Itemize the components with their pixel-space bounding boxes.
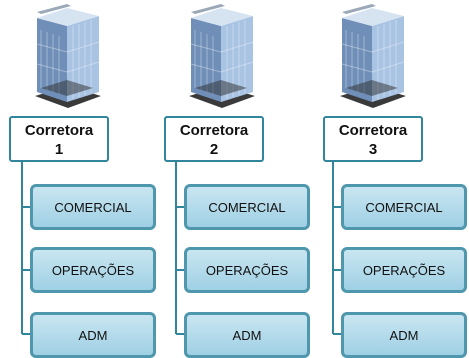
department-label: ADM: [232, 327, 262, 343]
department-label: OPERAÇÕES: [362, 262, 446, 278]
company-box-1[interactable]: Corretora 1: [9, 116, 109, 162]
department-operacoes[interactable]: OPERAÇÕES: [341, 247, 467, 293]
department-label: COMERCIAL: [208, 199, 286, 215]
department-label: COMERCIAL: [365, 199, 443, 215]
building-icon: [35, 4, 101, 108]
department-label: ADM: [389, 327, 419, 343]
company-name: Corretora: [338, 122, 408, 139]
company-name: Corretora: [24, 122, 94, 139]
company-name: Corretora: [179, 122, 249, 139]
department-adm[interactable]: ADM: [341, 312, 467, 358]
department-operacoes[interactable]: OPERAÇÕES: [30, 247, 156, 293]
department-comercial[interactable]: COMERCIAL: [341, 184, 467, 230]
building-icon: [340, 4, 406, 108]
department-operacoes[interactable]: OPERAÇÕES: [184, 247, 310, 293]
company-box-2[interactable]: Corretora 2: [164, 116, 264, 162]
building-icon: [189, 4, 255, 108]
department-label: OPERAÇÕES: [51, 262, 135, 278]
connector-1: [21, 162, 32, 335]
company-number: 1: [54, 141, 64, 158]
company-box-3[interactable]: Corretora 3: [323, 116, 423, 162]
connector-3: [332, 162, 343, 335]
department-adm[interactable]: ADM: [30, 312, 156, 358]
department-label: COMERCIAL: [54, 199, 132, 215]
department-adm[interactable]: ADM: [184, 312, 310, 358]
company-number: 3: [368, 141, 378, 158]
department-comercial[interactable]: COMERCIAL: [184, 184, 310, 230]
department-label: OPERAÇÕES: [205, 262, 289, 278]
department-label: ADM: [78, 327, 108, 343]
connector-2: [175, 162, 186, 335]
company-number: 2: [209, 141, 219, 158]
department-comercial[interactable]: COMERCIAL: [30, 184, 156, 230]
